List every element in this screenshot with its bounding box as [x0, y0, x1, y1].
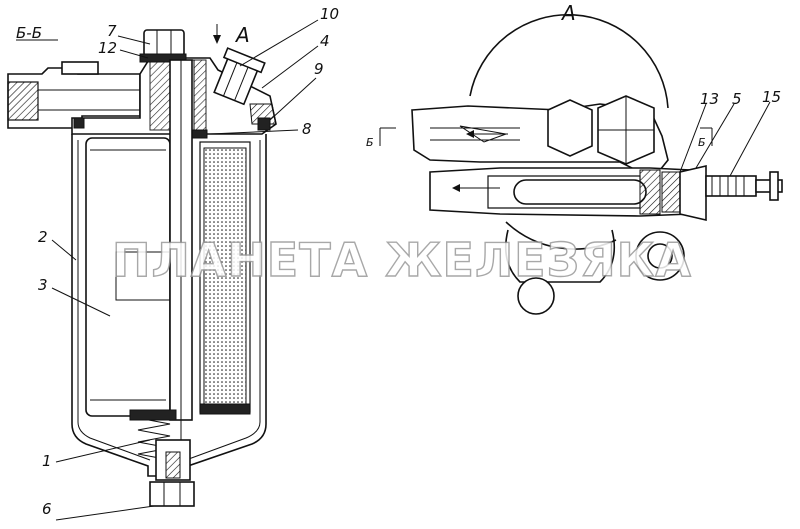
adjuster-rod — [705, 175, 757, 197]
inlet-fitting-section — [7, 81, 39, 121]
flange-arc-top — [469, 13, 669, 109]
leader-lines-left — [51, 19, 319, 521]
bolt-washer — [139, 53, 187, 63]
view-a-right: А Б Б — [366, 1, 783, 315]
callout-8: 8 — [302, 120, 312, 138]
callout-3: 3 — [38, 276, 48, 294]
lower-lug — [504, 229, 616, 283]
spring — [137, 417, 171, 461]
hex-nut-1 — [547, 99, 593, 157]
callout-10: 10 — [320, 5, 339, 23]
flow-arrow-top — [466, 130, 474, 138]
flange-arc-bottom — [505, 221, 617, 250]
leader-lines-right — [679, 101, 771, 177]
callout-6: 6 — [42, 500, 52, 518]
callout-7: 7 — [107, 22, 117, 40]
callout-9: 9 — [314, 60, 324, 78]
callout-5: 5 — [732, 90, 742, 108]
view-label-right: А — [560, 1, 576, 25]
watermark: ПЛАНЕТА ЖЕЛЕЗЯКА — [112, 233, 692, 287]
seal-left — [73, 117, 85, 129]
callout-1: 1 — [42, 452, 52, 470]
callout-2: 2 — [38, 228, 48, 246]
flow-arrow-bottom — [452, 184, 460, 192]
callout-13: 13 — [700, 90, 719, 108]
callout-15: 15 — [762, 88, 781, 106]
section-marker-left: Б — [366, 136, 374, 149]
mount-boss — [517, 277, 555, 315]
section-label: Б-Б — [16, 24, 42, 42]
adjuster-hex — [679, 164, 707, 222]
drain-plug — [149, 481, 195, 507]
top-bolt — [143, 29, 185, 57]
section-view-left: Б-Б А — [7, 5, 339, 521]
filter-mesh — [203, 147, 247, 407]
seal-right — [257, 117, 271, 131]
view-label-left: А — [234, 23, 250, 47]
section-marker-right: Б — [698, 136, 706, 149]
valve-bore — [513, 179, 647, 205]
callout-12: 12 — [98, 39, 117, 57]
callout-4: 4 — [320, 32, 330, 50]
